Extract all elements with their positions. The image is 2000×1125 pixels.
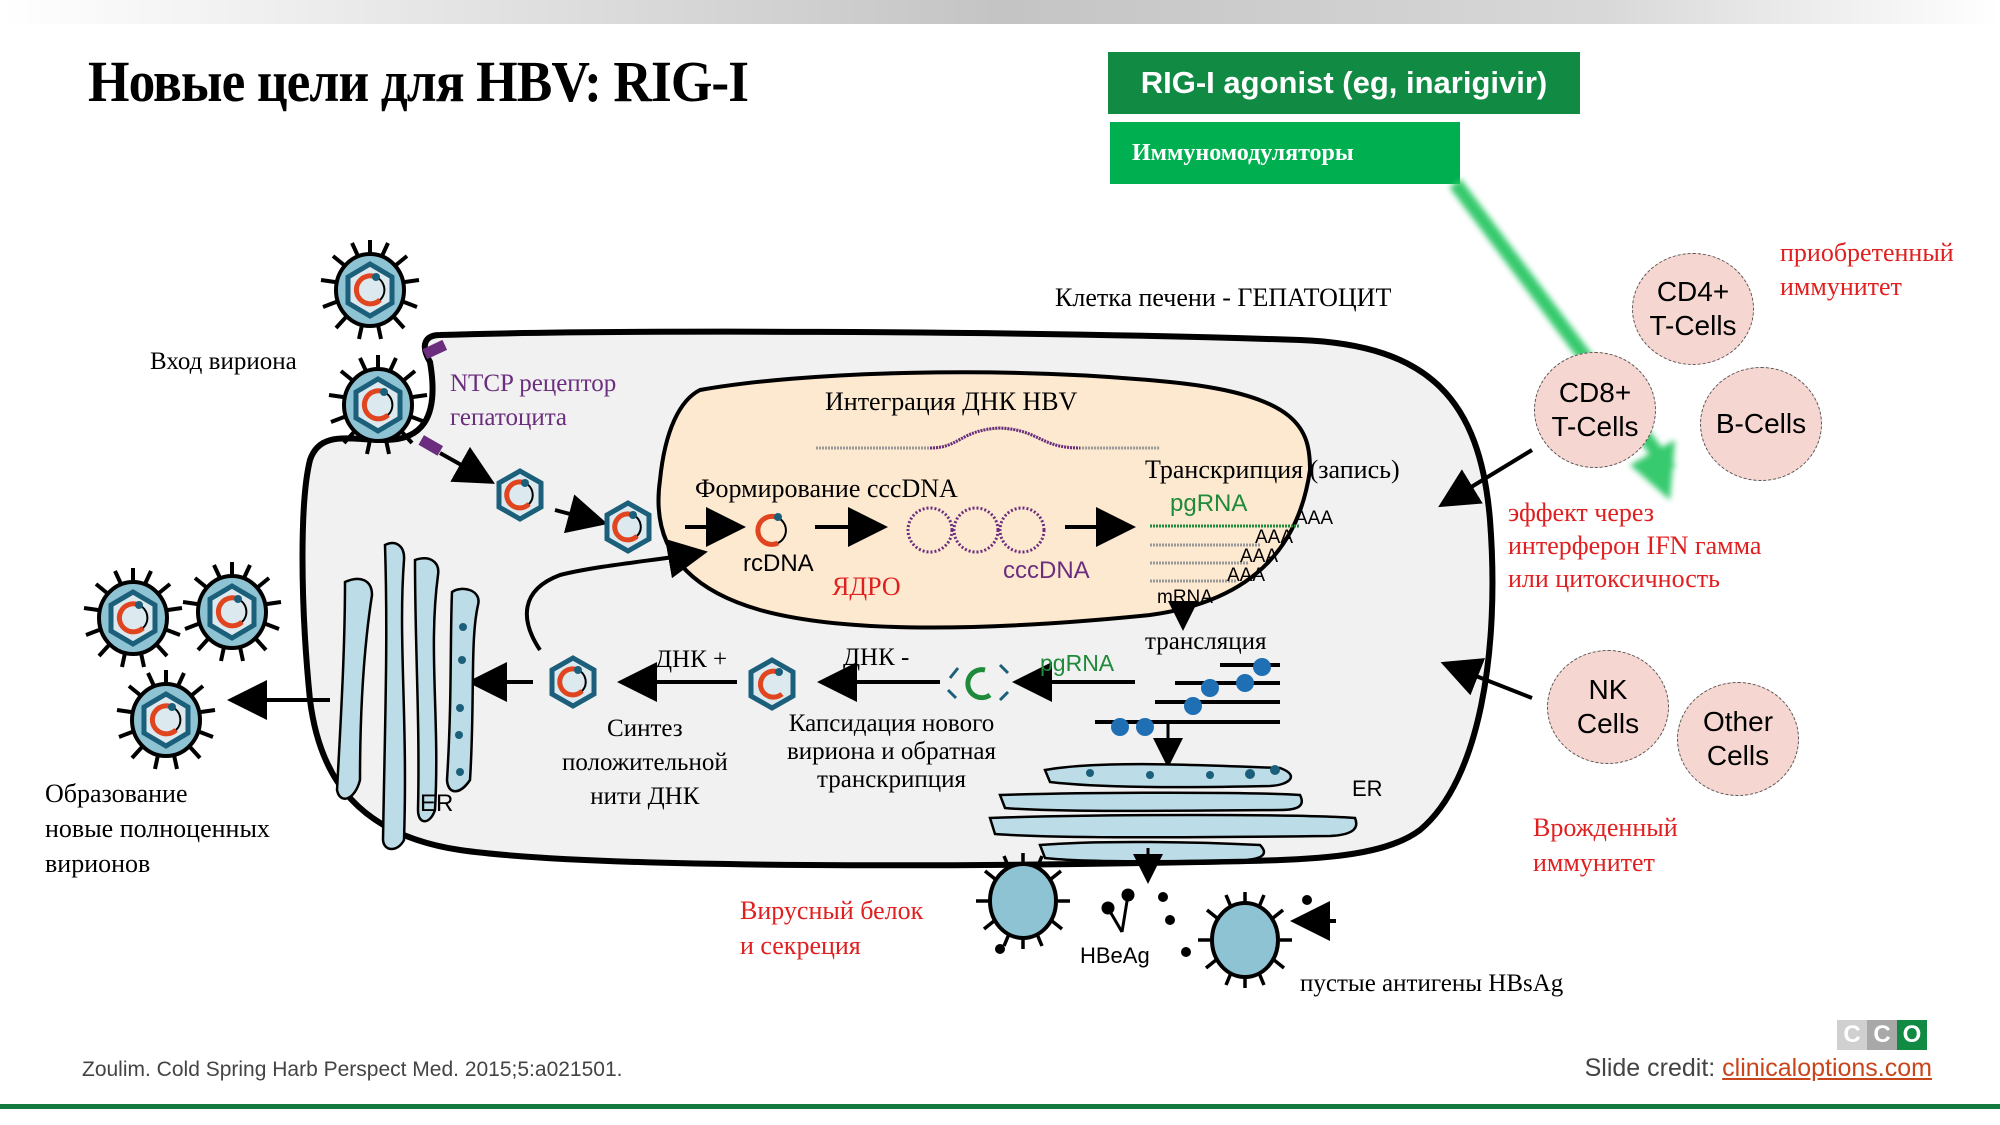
cccdna-formation-label: Формирование cccDNA <box>695 474 958 503</box>
capsid-icon <box>607 503 649 551</box>
pgrna-label: pgRNA <box>1170 490 1248 517</box>
hbsag-label: пустые антигены HBsAg <box>1300 970 1564 997</box>
virion-icon <box>321 240 419 339</box>
secretion-line: и секреция <box>740 931 861 960</box>
cell-label-line: Cells <box>1706 740 1770 771</box>
capsid-minus-icon <box>748 657 796 711</box>
er-left <box>335 541 480 851</box>
cell-label-line: B-Cells <box>1715 408 1807 440</box>
effect-line: или цитоксичность <box>1508 564 1720 593</box>
virion-entry-label: Вход вириона <box>150 348 297 375</box>
adaptive-line: приобретенный <box>1780 238 1954 267</box>
hepatocyte-label: Клетка печени - ГЕПАТОЦИТ <box>1055 283 1392 312</box>
immune-cell-b: B-Cells <box>1700 367 1822 481</box>
virion-icon <box>183 562 281 661</box>
polya-label: AAA <box>1255 527 1294 548</box>
capsid-icon <box>499 471 541 519</box>
credit-prefix: Slide credit: <box>1584 1054 1723 1082</box>
plus-strand-line: Синтез <box>607 715 683 742</box>
logo-letter: C <box>1837 1020 1867 1050</box>
encapsidation-line: Капсидация нового <box>788 710 995 737</box>
citation: Zoulim. Cold Spring Harb Perspect Med. 2… <box>82 1058 623 1081</box>
innate-line: Врожденный <box>1533 813 1678 842</box>
cell-label-line: T-Cells <box>1649 310 1737 341</box>
integration-label: Интеграция ДНК HBV <box>825 387 1078 416</box>
new-virions-line: вирионов <box>45 849 151 878</box>
clinicaloptions-link[interactable]: clinicaloptions.com <box>1722 1054 1932 1082</box>
ribosomes <box>1111 658 1271 736</box>
plus-strand-line: нити ДНК <box>590 783 700 810</box>
polya-label: AAA <box>1295 508 1334 529</box>
adaptive-line: иммунитет <box>1780 272 1902 301</box>
rcdna-label: rcDNA <box>743 550 814 577</box>
encapsidation-line: вириона и обратная <box>787 738 996 765</box>
innate-line: иммунитет <box>1533 848 1655 877</box>
virion-icon <box>117 670 215 769</box>
er-right <box>988 762 1358 863</box>
ntcp-label-line2: гепатоцита <box>450 404 568 431</box>
hbsag-particle-icon <box>1196 890 1294 990</box>
secretion-line: Вирусный белок <box>740 896 924 925</box>
encapsidating-pgrna-icon <box>946 663 1010 702</box>
translation-label: трансляция <box>1145 628 1267 655</box>
slide-credit: Slide credit: clinicaloptions.com <box>1585 1054 1932 1083</box>
adaptive-immunity-label: приобретенный иммунитет <box>1780 236 1954 304</box>
dna-minus-label: ДНК - <box>843 644 910 671</box>
er-left-label: ER <box>420 790 454 817</box>
capsid-icon <box>552 658 594 706</box>
slide-title: Новые цели для HBV: RIG-I <box>88 49 749 114</box>
effect-label: эффект через интерферон IFN гамма или ци… <box>1508 496 1761 595</box>
new-virions-label: Образование новые полноценных вирионов <box>45 776 270 881</box>
agonist-box: RIG-I agonist (eg, inarigivir) <box>1108 52 1580 114</box>
virion-icon <box>84 568 182 667</box>
transcription-label: Транскрипция (запись) <box>1145 455 1400 484</box>
immune-cell-cd8: CD8+T-Cells <box>1534 352 1656 468</box>
encapsidation-label: Капсидация нового вириона и обратная тра… <box>787 710 996 794</box>
innate-immunity-label: Врожденный иммунитет <box>1533 810 1678 880</box>
nucleus-label: ЯДРО <box>832 572 901 601</box>
effect-line: интерферон IFN гамма <box>1508 531 1762 560</box>
logo-letter: O <box>1897 1020 1927 1050</box>
ntcp-receptor <box>418 435 444 456</box>
plus-strand-label: Синтез положительной нити ДНК <box>562 712 728 814</box>
logo-letter: C <box>1867 1020 1897 1050</box>
cell-label-line: Other <box>1702 706 1774 738</box>
er-right-label: ER <box>1352 776 1383 801</box>
mrna-label: mRNA <box>1157 587 1213 608</box>
immunomodulators-box: Иммуномодуляторы <box>1110 122 1460 184</box>
cell-label-line: CD4+ <box>1656 276 1730 308</box>
hbeag-icon <box>1101 888 1135 933</box>
header-gradient-bar <box>0 0 2000 24</box>
dna-plus-label: ДНК + <box>655 646 728 673</box>
cell-label-line: T-Cells <box>1551 411 1639 442</box>
plus-strand-line: положительной <box>562 749 728 776</box>
ntcp-label-line1: NTCP рецептор <box>450 370 617 397</box>
hbeag-label: HBeAg <box>1080 943 1150 968</box>
cell-label-line: NK <box>1588 674 1628 706</box>
new-virions-line: новые полноценных <box>45 814 270 843</box>
encapsidation-line: транскрипция <box>817 766 966 793</box>
rcdna-icon <box>755 513 780 547</box>
polya-label: AAA <box>1227 565 1266 586</box>
ntcp-receptor <box>422 339 448 360</box>
new-virions-line: Образование <box>45 779 188 808</box>
cccdna-label: cccDNA <box>1003 557 1090 584</box>
footer-divider <box>0 1104 2000 1109</box>
cco-logo: C C O <box>1837 1020 1927 1050</box>
secretion-label: Вирусный белок и секреция <box>740 893 923 963</box>
effect-line: эффект через <box>1508 498 1654 527</box>
cell-label-line: CD8+ <box>1558 377 1632 409</box>
cell-label-line: Cells <box>1576 708 1640 739</box>
immune-cell-cd4: CD4+T-Cells <box>1632 253 1754 365</box>
polya-label: AAA <box>1240 546 1279 567</box>
pgrna-encapsidation-label: pgRNA <box>1040 650 1115 676</box>
cccdna-icon <box>906 506 1046 554</box>
